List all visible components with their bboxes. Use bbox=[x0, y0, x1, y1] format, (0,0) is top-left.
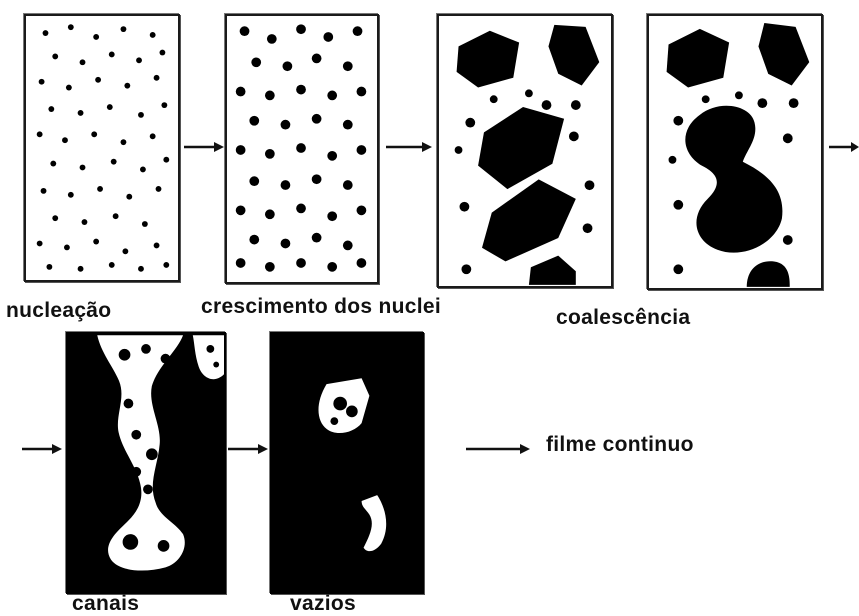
growth-label: crescimento dos nuclei bbox=[201, 295, 441, 319]
arrow-channels-to-voids bbox=[228, 442, 268, 460]
coalescence-panel-a bbox=[437, 14, 613, 288]
arrow-growth-to-coalescence bbox=[386, 140, 432, 158]
channels-label: canais bbox=[72, 592, 139, 616]
arrow-coalescence-out bbox=[829, 140, 859, 158]
arrow-into-continuous-film bbox=[466, 442, 530, 460]
channels-figure bbox=[68, 334, 224, 592]
arrow-nucleation-to-growth bbox=[184, 140, 224, 158]
nucleation-panel bbox=[24, 14, 180, 282]
continuous-film-label: filme continuo bbox=[546, 433, 694, 457]
channels-panel bbox=[66, 332, 226, 594]
nucleation-label: nucleação bbox=[6, 299, 111, 323]
nucleation-figure bbox=[26, 16, 178, 280]
coalescence-figure-a bbox=[439, 16, 611, 286]
growth-figure bbox=[227, 16, 377, 282]
coalescence-figure-b bbox=[649, 16, 821, 288]
coalescence-panel-b bbox=[647, 14, 823, 290]
arrow-into-channels bbox=[22, 442, 62, 460]
voids-panel bbox=[270, 332, 424, 594]
voids-figure bbox=[272, 334, 422, 592]
coalescence-label: coalescência bbox=[556, 306, 690, 330]
voids-label: vazios bbox=[290, 592, 356, 616]
growth-panel bbox=[225, 14, 379, 284]
